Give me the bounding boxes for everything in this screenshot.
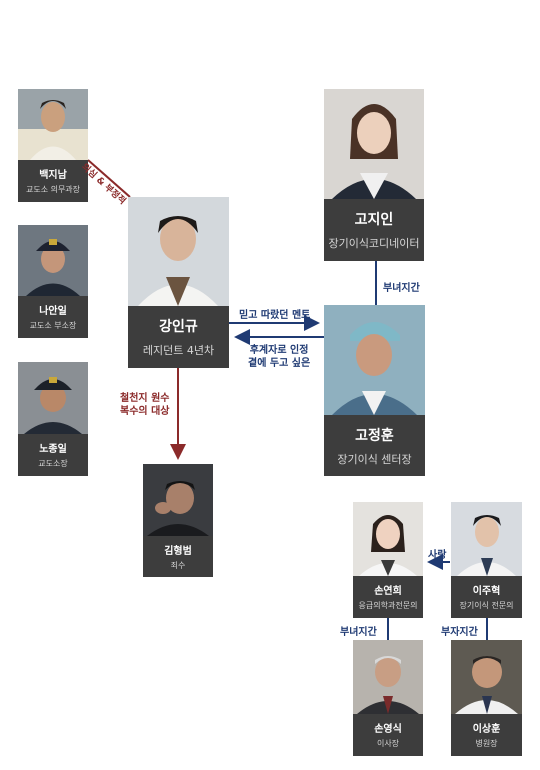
relation-label-father-son: 부자지간 <box>441 627 478 638</box>
character-role: 응급의학과전문의 <box>358 601 418 610</box>
character-role: 교도소장 <box>38 459 68 468</box>
character-role: 레지던트 4년차 <box>142 344 215 357</box>
portrait-image <box>128 197 229 306</box>
character-name: 이상훈 <box>472 724 501 735</box>
character-name: 김형범 <box>164 546 192 557</box>
character-role: 이사장 <box>376 739 400 748</box>
relation-label-father-daughter: 부녀지간 <box>383 283 420 294</box>
character-card-kim-hyeongbeom: 김형범 죄수 <box>143 464 213 577</box>
relation-label-revenge-line1: 철천지 원수 <box>120 393 170 404</box>
portrait-image <box>324 89 424 199</box>
character-name: 손영식 <box>374 724 402 735</box>
character-card-son-yeonhui: 손연희 응급의학과전문의 <box>353 502 423 618</box>
character-card-son-yeongsik: 손영식 이사장 <box>353 640 423 756</box>
character-card-no-jongil: 노종일 교도소장 <box>18 362 88 476</box>
character-card-kang-ingyu: 강인규 레지던트 4년차 <box>128 197 229 368</box>
character-name: 나안일 <box>39 306 67 317</box>
character-name: 백지남 <box>39 170 67 181</box>
character-role: 장기이식 전문의 <box>459 601 514 610</box>
character-card-na-anil: 나안일 교도소 부소장 <box>18 225 88 338</box>
portrait-image <box>451 502 522 576</box>
portrait-image <box>143 464 213 536</box>
relation-label-successor-line2: 곁에 두고 싶은 <box>248 358 311 369</box>
relation-label-father-daughter-2: 부녀지간 <box>340 627 377 638</box>
character-role: 장기이식 센터장 <box>337 453 412 466</box>
character-card-lee-sanghun: 이상훈 병원장 <box>451 640 522 756</box>
relation-label-revenge-line2: 복수의 대상 <box>120 406 170 417</box>
portrait-image <box>18 362 88 434</box>
character-name: 이주혁 <box>472 586 501 597</box>
character-card-lee-juhyeok: 이주혁 장기이식 전문의 <box>451 502 522 618</box>
portrait-image <box>353 502 423 576</box>
relation-label-love: 사랑 <box>428 550 447 561</box>
relation-label-revenge: 철천지 원수 복수의 대상 <box>120 392 169 418</box>
suspicion-line <box>87 159 131 198</box>
portrait-image <box>324 305 425 415</box>
relation-label-mentor: 믿고 따랐던 멘토 <box>239 310 311 321</box>
portrait-image <box>451 640 522 714</box>
character-role: 장기이식코디네이터 <box>328 237 420 250</box>
character-name: 고정훈 <box>355 428 394 444</box>
character-role: 교도소 의무과장 <box>25 185 81 194</box>
character-name: 강인규 <box>159 319 198 335</box>
relation-label-successor: 후계자로 인정 곁에 두고 싶은 <box>248 344 310 370</box>
character-card-go-jeonghun: 고정훈 장기이식 센터장 <box>324 305 425 476</box>
character-role: 죄수 <box>170 561 186 570</box>
character-role: 병원장 <box>475 739 498 748</box>
character-card-baek-jinam: 백지남 교도소 의무과장 <box>18 89 88 202</box>
character-name: 손연희 <box>374 586 402 597</box>
portrait-image <box>18 89 88 160</box>
relation-label-successor-line1: 후계자로 인정 <box>249 345 309 356</box>
character-role: 교도소 부소장 <box>29 321 77 330</box>
portrait-image <box>353 640 423 714</box>
character-name: 고지인 <box>354 212 394 228</box>
portrait-image <box>18 225 88 296</box>
character-name: 노종일 <box>39 444 67 455</box>
character-card-go-jiin: 고지인 장기이식코디네이터 <box>324 89 424 261</box>
